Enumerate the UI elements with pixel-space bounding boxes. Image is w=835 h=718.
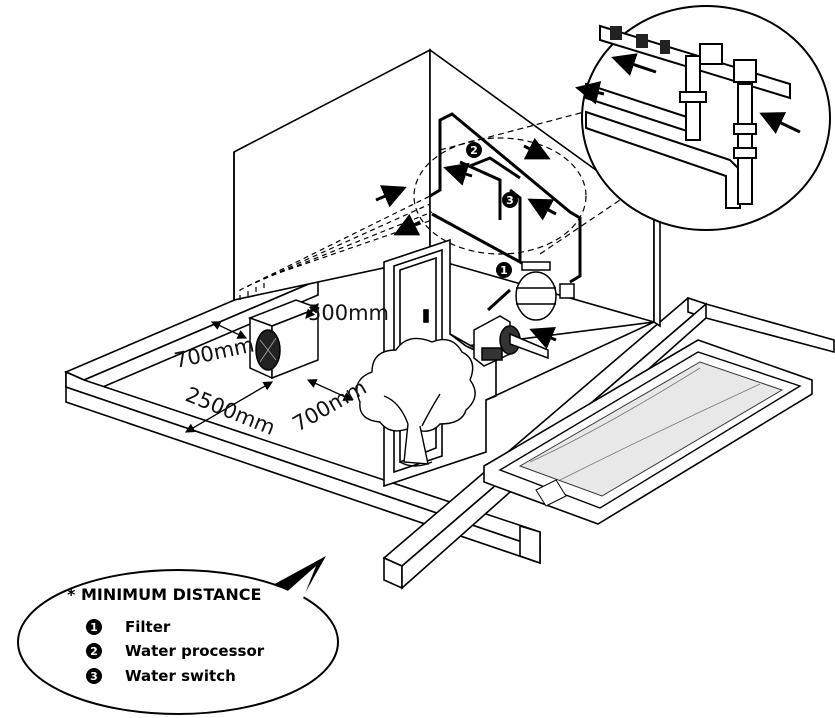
svg-text:2: 2 (470, 144, 478, 157)
courtyard-wall-left (63, 271, 541, 565)
svg-text:3: 3 (90, 670, 98, 683)
legend-callout: * MINIMUM DISTANCE 1 Filter 2 Water proc… (17, 556, 339, 715)
legend-title: * MINIMUM DISTANCE (67, 585, 261, 604)
zoom-region (413, 111, 621, 255)
svg-text:3: 3 (506, 194, 514, 207)
detail-magnifier (575, 5, 831, 231)
connection-pipes (239, 195, 433, 300)
svg-text:1: 1 (500, 264, 508, 277)
clearance-arrows (184, 303, 354, 433)
water-pump (473, 315, 549, 367)
side-clearance-label: 500mm (308, 301, 389, 325)
legend-item-filter: 1 Filter (86, 618, 171, 636)
heat-pump-unit (247, 299, 321, 380)
front-clearance-label: 700mm (289, 375, 371, 436)
legend-label-water-switch: Water switch (125, 667, 236, 685)
marker-water-processor: 2 (466, 142, 482, 158)
marker-filter: 1 (496, 262, 512, 278)
legend-label-filter: Filter (125, 618, 171, 636)
marker-water-switch: 3 (502, 192, 518, 208)
svg-text:1: 1 (90, 621, 98, 634)
legend-item-water-processor: 2 Water processor (86, 642, 265, 660)
legend-item-water-switch: 3 Water switch (86, 667, 236, 685)
flow-arrows (375, 137, 557, 350)
svg-text:2: 2 (90, 645, 98, 658)
filter-tank (515, 261, 575, 321)
tree-icon (356, 337, 476, 467)
swimming-pool (483, 339, 813, 525)
legend-label-water-processor: Water processor (125, 642, 265, 660)
